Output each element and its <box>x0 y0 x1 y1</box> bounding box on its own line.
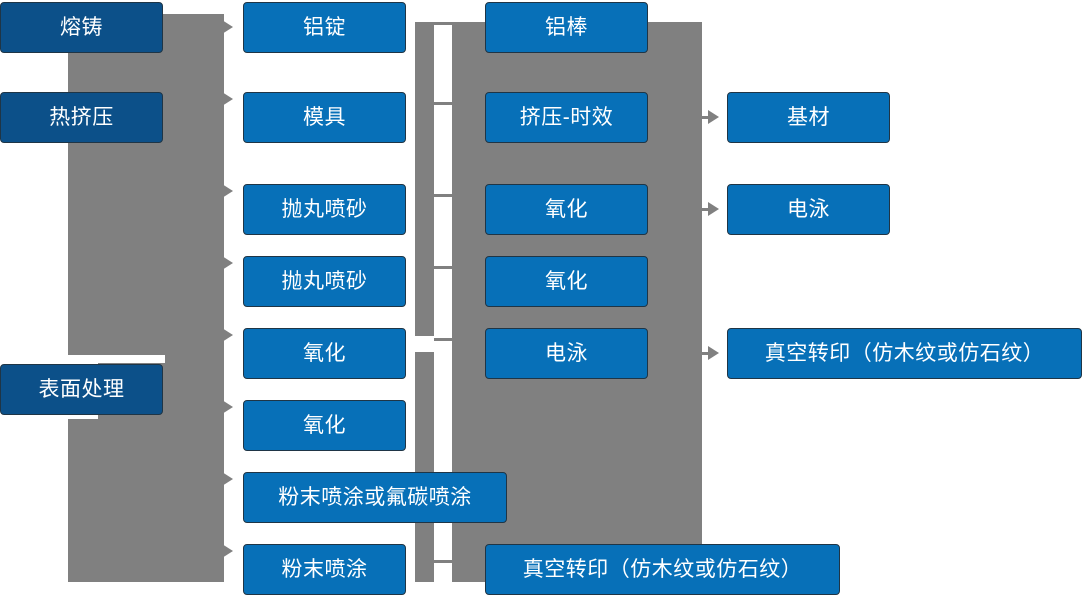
step-label-powder-or-pvdf: 粉末喷涂或氟碳喷涂 <box>278 485 472 509</box>
arrowhead-melt-to-extrude <box>70 72 84 81</box>
output-box-oxidation-2[interactable]: 氧化 <box>485 253 651 307</box>
connector-stub-surface <box>163 388 183 391</box>
result-box-electrophoresis[interactable]: 电泳 <box>727 181 893 235</box>
output-box-vacuum-transfer[interactable]: 真空转印（仿木纹或仿石纹） <box>485 541 843 595</box>
output-label-extrude-aging: 挤压-时效 <box>519 105 614 129</box>
arrowhead-to-result-3 <box>708 346 719 360</box>
stage-box-melt-cast[interactable]: 熔铸 <box>0 2 163 53</box>
step-label-shot-blast-1: 抛丸喷砂 <box>281 197 368 221</box>
arrowhead-to-step-7 <box>222 472 233 486</box>
step-box-mould[interactable]: 模具 <box>243 89 409 143</box>
step-box-aluminium-ingot[interactable]: 铝锭 <box>243 0 409 53</box>
output-label-electrophoresis: 电泳 <box>545 341 588 365</box>
result-label-base-material: 基材 <box>787 105 830 129</box>
arrowhead-to-step-4 <box>222 256 233 270</box>
step-label-aluminium-ingot: 铝锭 <box>303 15 346 39</box>
step-label-oxidation-2: 氧化 <box>303 413 346 437</box>
connector-rung-6 <box>434 560 452 563</box>
step-label-powder-coating: 粉末喷涂 <box>281 557 368 581</box>
output-box-extrude-aging[interactable]: 挤压-时效 <box>485 89 651 143</box>
output-box-electrophoresis[interactable]: 电泳 <box>485 325 651 379</box>
connector-cutout-left-surface <box>68 355 165 363</box>
arrowhead-to-result-2 <box>708 202 719 216</box>
connector-rung-1 <box>434 22 452 25</box>
stage-label-hot-extrude: 热挤压 <box>49 105 114 129</box>
output-box-aluminium-bar[interactable]: 铝棒 <box>485 0 651 53</box>
output-label-oxidation-1: 氧化 <box>545 197 588 221</box>
arrowhead-to-step-6 <box>222 400 233 414</box>
output-box-oxidation-1[interactable]: 氧化 <box>485 181 651 235</box>
arrowhead-to-step-8 <box>222 544 233 558</box>
output-label-oxidation-2: 氧化 <box>545 269 588 293</box>
stage-box-surface-treat[interactable]: 表面处理 <box>0 364 163 415</box>
connector-rung-2 <box>434 102 452 105</box>
connector-left-arrow-trunk <box>178 14 224 582</box>
connector-stem-to-result-2 <box>700 208 712 211</box>
arrowhead-to-step-5 <box>222 328 233 342</box>
step-label-oxidation-1: 氧化 <box>303 341 346 365</box>
step-box-shot-blast-2[interactable]: 抛丸喷砂 <box>243 253 409 307</box>
step-label-shot-blast-2: 抛丸喷砂 <box>281 269 368 293</box>
step-box-powder-or-pvdf[interactable]: 粉末喷涂或氟碳喷涂 <box>243 469 510 523</box>
step-box-oxidation-2[interactable]: 氧化 <box>243 397 409 451</box>
connector-band-mid-thin-lower <box>415 352 434 582</box>
connector-rung-5 <box>434 338 452 341</box>
arrowhead-to-result-1 <box>708 110 719 124</box>
step-box-oxidation-1[interactable]: 氧化 <box>243 325 409 379</box>
step-label-mould: 模具 <box>303 105 346 129</box>
connector-band-mid-thin <box>415 22 434 336</box>
arrowhead-to-step-2 <box>222 92 233 106</box>
arrowhead-to-step-1 <box>222 20 233 34</box>
connector-stem-to-result-1 <box>700 116 712 119</box>
arrowhead-to-step-3 <box>222 184 233 198</box>
stage-box-hot-extrude[interactable]: 热挤压 <box>0 92 163 143</box>
stage-label-surface-treat: 表面处理 <box>38 377 125 401</box>
step-box-powder-coating[interactable]: 粉末喷涂 <box>243 541 409 595</box>
connector-rung-4 <box>434 266 452 269</box>
step-box-shot-blast-1[interactable]: 抛丸喷砂 <box>243 181 409 235</box>
connector-stem-to-result-3 <box>700 352 712 355</box>
output-label-vacuum-transfer: 真空转印（仿木纹或仿石纹） <box>522 557 803 581</box>
stage-label-melt-cast: 熔铸 <box>60 15 103 39</box>
result-label-electrophoresis: 电泳 <box>787 197 830 221</box>
result-label-vacuum-transfer: 真空转印（仿木纹或仿石纹） <box>764 341 1045 365</box>
output-label-aluminium-bar: 铝棒 <box>545 15 588 39</box>
connector-rung-3 <box>434 194 452 197</box>
result-box-vacuum-transfer[interactable]: 真空转印（仿木纹或仿石纹） <box>727 325 1084 379</box>
result-box-base-material[interactable]: 基材 <box>727 89 893 143</box>
